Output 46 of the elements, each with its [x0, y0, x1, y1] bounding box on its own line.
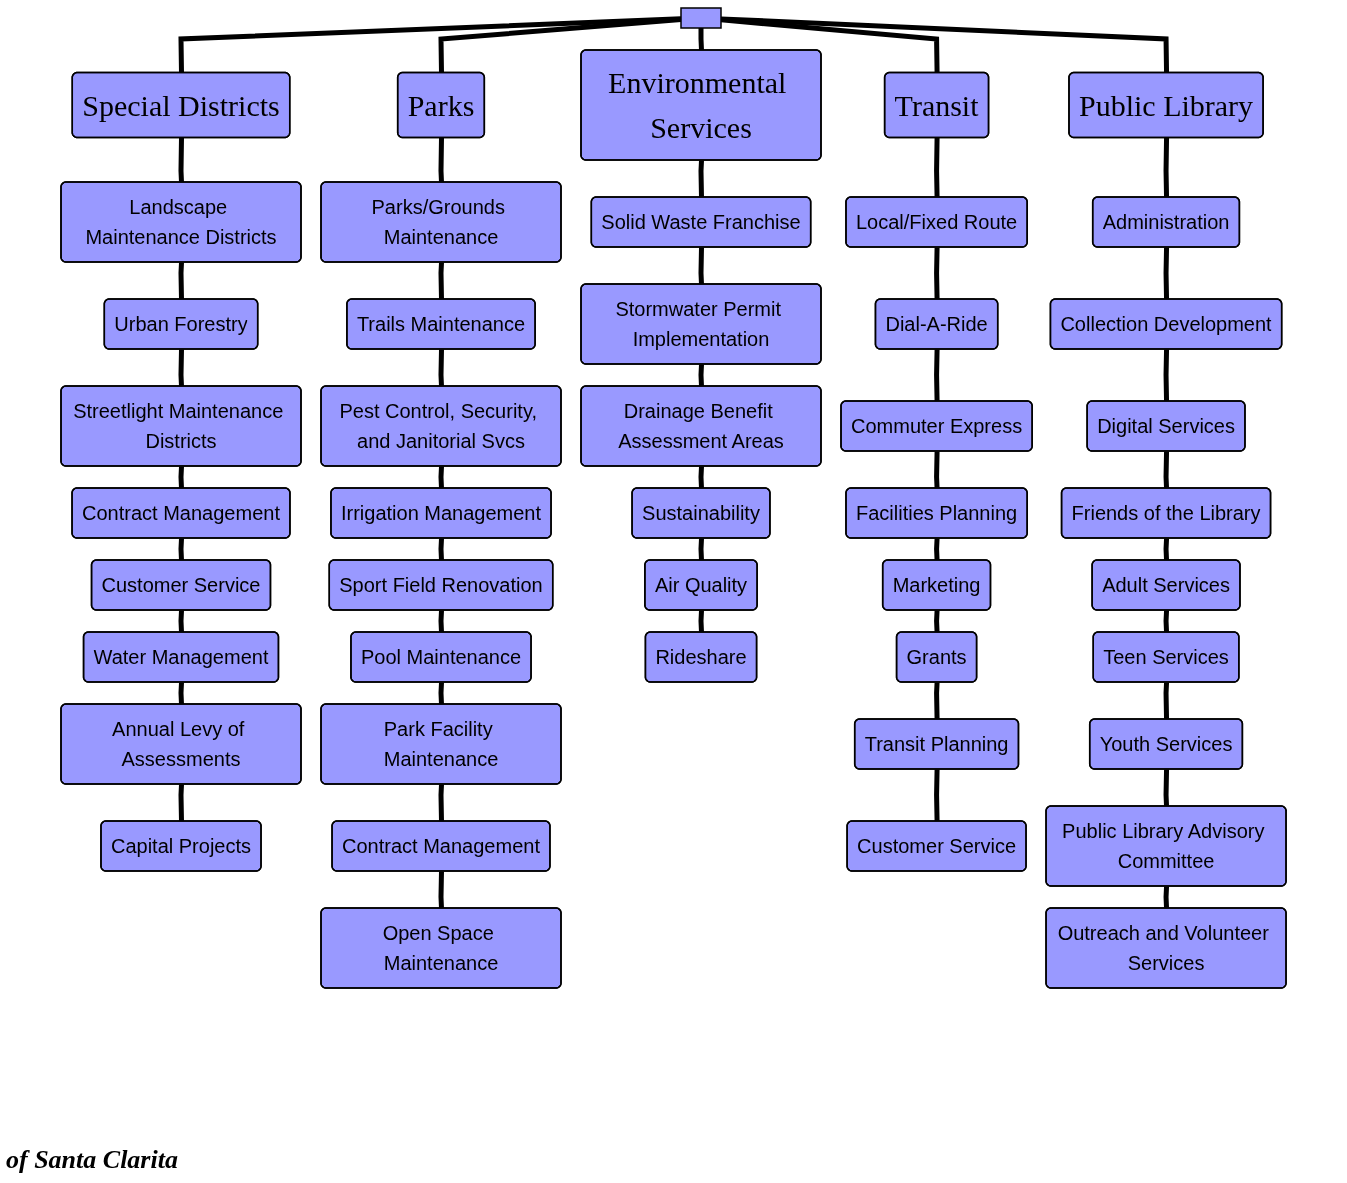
footer-text: of Santa Clarita — [6, 1145, 178, 1175]
connector — [698, 247, 704, 285]
connector — [1163, 137, 1169, 198]
connector — [438, 137, 444, 183]
connector — [178, 784, 184, 822]
connector — [178, 137, 184, 183]
connector — [934, 538, 940, 561]
connector — [438, 466, 444, 489]
connector — [178, 682, 184, 705]
connector — [438, 610, 444, 633]
connector — [1163, 886, 1169, 909]
connector — [698, 610, 704, 633]
connector — [1163, 682, 1169, 720]
connector — [438, 262, 444, 300]
connector — [438, 871, 444, 909]
connector — [934, 137, 940, 198]
connector — [698, 538, 704, 561]
connector — [1163, 538, 1169, 561]
connector — [178, 610, 184, 633]
connector — [1163, 610, 1169, 633]
connector — [934, 682, 940, 720]
connector — [934, 769, 940, 822]
connector — [698, 466, 704, 489]
connector — [178, 262, 184, 300]
connector — [934, 247, 940, 300]
connector — [1163, 769, 1169, 807]
connector — [720, 16, 1169, 74]
node-box — [680, 7, 722, 29]
connector — [438, 349, 444, 387]
connector — [698, 160, 704, 198]
connector — [438, 784, 444, 822]
connector — [1163, 247, 1169, 300]
connector — [698, 28, 704, 51]
connector — [934, 610, 940, 633]
connector — [178, 16, 682, 74]
connector — [178, 538, 184, 561]
connector — [178, 349, 184, 387]
connector — [438, 17, 682, 74]
connector — [934, 349, 940, 402]
connector — [178, 466, 184, 489]
connector — [934, 451, 940, 489]
connector — [698, 364, 704, 387]
connector — [1163, 451, 1169, 489]
connector — [1163, 349, 1169, 402]
connector — [438, 538, 444, 561]
connector — [438, 682, 444, 705]
